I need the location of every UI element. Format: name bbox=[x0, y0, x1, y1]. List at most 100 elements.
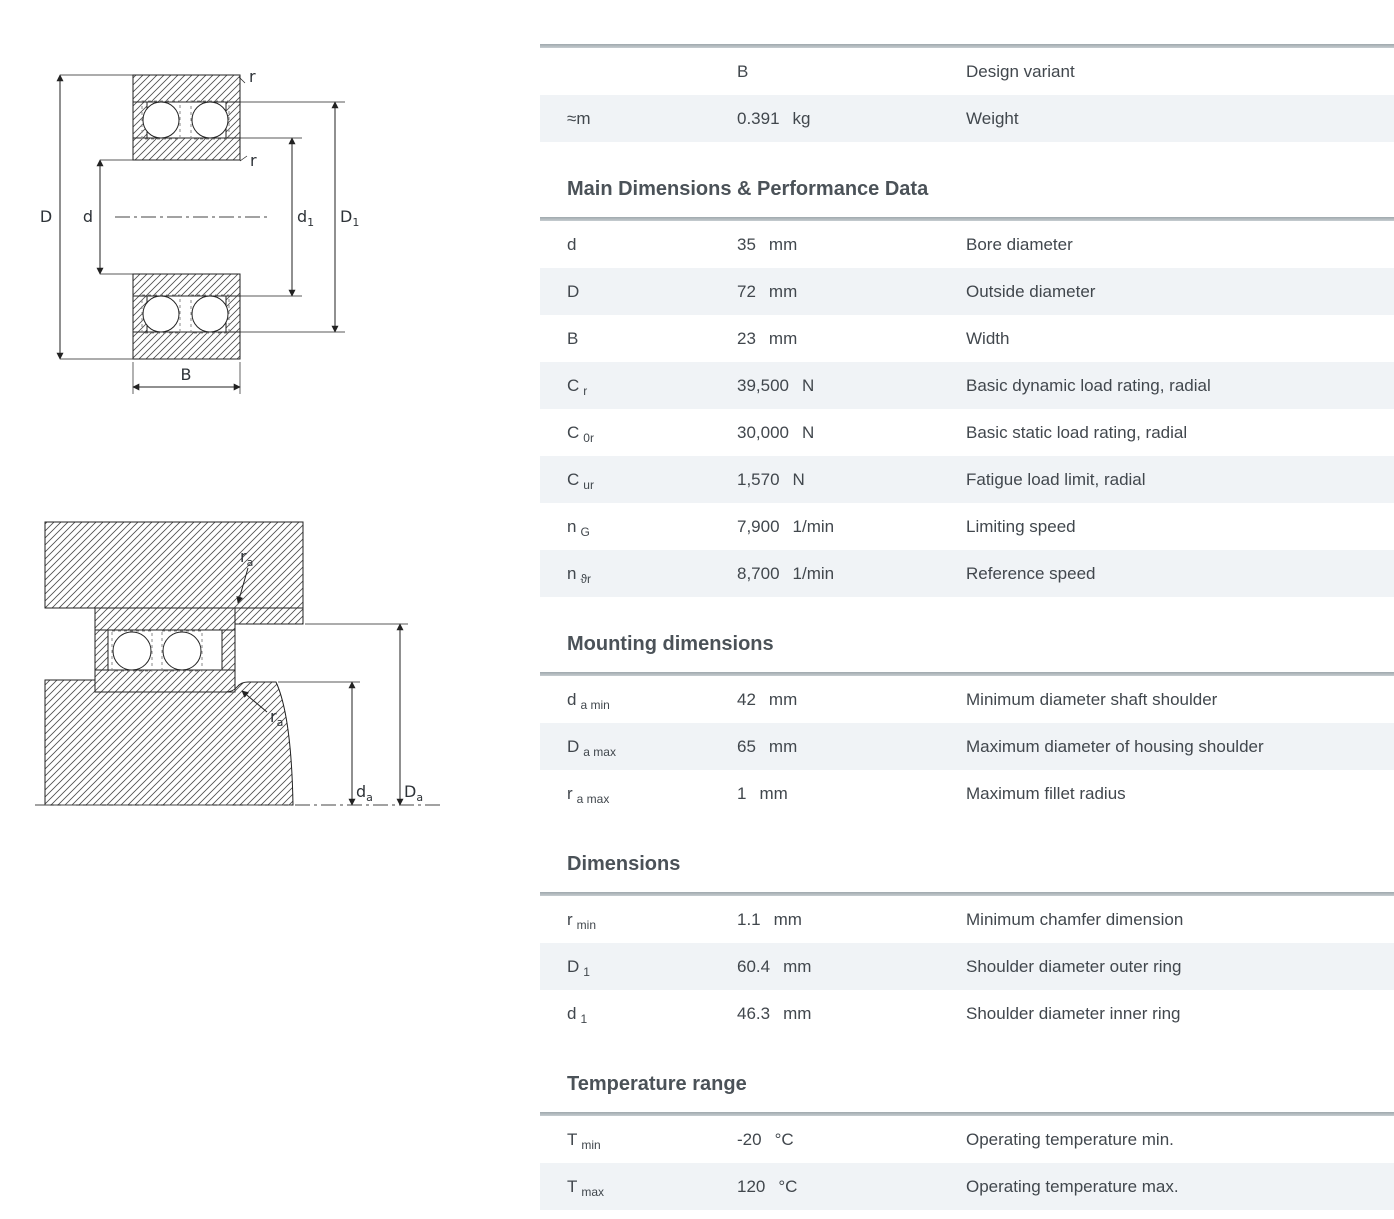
cage-outline bbox=[111, 630, 203, 672]
row-value: 1,570 bbox=[737, 469, 780, 489]
symbol-subscript: ur bbox=[583, 477, 594, 492]
row-description: Design variant bbox=[966, 61, 1075, 81]
row-unit: mm bbox=[768, 281, 798, 301]
row-value-cell: B bbox=[737, 62, 966, 82]
row-description: Reference speed bbox=[966, 563, 1096, 583]
symbol-subscript: a max bbox=[576, 791, 610, 806]
dim-label-d1: d1 bbox=[297, 207, 314, 229]
symbol-subscript: 0r bbox=[583, 430, 594, 445]
row-value: 1.1 bbox=[737, 909, 761, 929]
dim-label-r-inner: r bbox=[250, 151, 257, 170]
symbol-subscript: ϑr bbox=[580, 571, 592, 586]
cage-outline bbox=[141, 100, 230, 334]
symbol-subscript: 1 bbox=[580, 1011, 588, 1026]
row-unit: mm bbox=[783, 1003, 812, 1023]
row-description: Shoulder diameter inner ring bbox=[966, 1003, 1181, 1023]
row-value: -20 bbox=[737, 1129, 762, 1149]
row-value: 39,500 bbox=[737, 375, 789, 395]
row-value: B bbox=[737, 61, 749, 81]
row-value-cell: 0.391 kg bbox=[737, 109, 966, 129]
row-description: Fatigue load limit, radial bbox=[966, 469, 1146, 489]
row-value: 120 bbox=[737, 1176, 766, 1196]
table-row: B Design variant bbox=[540, 48, 1394, 95]
section-divider bbox=[540, 892, 1394, 896]
row-value: 65 bbox=[737, 736, 756, 756]
bearing-balls bbox=[112, 631, 202, 671]
row-value-cell: 35 mm bbox=[737, 235, 966, 255]
row-description: Maximum fillet radius bbox=[966, 783, 1126, 803]
symbol-subscript: 1 bbox=[583, 964, 590, 979]
dim-label-r-top: r bbox=[249, 67, 256, 86]
symbol-base: n bbox=[567, 563, 577, 583]
section-title: Main Dimensions & Performance Data bbox=[567, 178, 929, 200]
symbol-base: ≈m bbox=[567, 108, 591, 128]
symbol-subscript: min bbox=[576, 917, 597, 932]
row-symbol: d bbox=[567, 235, 737, 255]
row-description: Maximum diameter of housing shoulder bbox=[966, 736, 1264, 756]
symbol-base: B bbox=[567, 328, 579, 348]
dim-label-ra-top: ra bbox=[240, 547, 253, 569]
row-unit: N bbox=[792, 469, 805, 489]
symbol-subscript: a min bbox=[580, 697, 610, 712]
row-value: 72 bbox=[737, 281, 756, 301]
row-description: Basic static load rating, radial bbox=[966, 422, 1188, 442]
symbol-subscript: a max bbox=[583, 744, 616, 759]
row-unit: mm bbox=[768, 736, 798, 756]
symbol-base: T bbox=[567, 1176, 578, 1196]
dim-label-D1: D1 bbox=[340, 207, 359, 229]
row-description: Outside diameter bbox=[966, 281, 1096, 301]
row-value: 0.391 bbox=[737, 108, 780, 128]
row-value-cell: 120 °C bbox=[737, 1177, 966, 1197]
symbol-subscript: r bbox=[583, 383, 588, 398]
row-unit: mm bbox=[768, 689, 798, 709]
row-description: Basic dynamic load rating, radial bbox=[966, 375, 1211, 395]
dimension-lines bbox=[236, 567, 408, 806]
symbol-subscript: G bbox=[580, 524, 590, 539]
dim-label-Da: Da bbox=[404, 782, 423, 804]
spec-section: B Design variant ≈m 0.391 kg Weight bbox=[540, 44, 1394, 142]
row-unit: mm bbox=[773, 909, 802, 929]
row-unit: mm bbox=[768, 234, 798, 254]
row-value: 60.4 bbox=[737, 956, 771, 976]
dimension-lines bbox=[56, 74, 345, 394]
table-row: D 72 mm Outside diameter bbox=[540, 268, 1394, 315]
dim-label-ra-bottom: ra bbox=[270, 707, 283, 729]
row-value-cell: 65 mm bbox=[737, 737, 966, 757]
row-unit: °C bbox=[778, 1176, 798, 1196]
symbol-base: C bbox=[567, 375, 580, 395]
row-description: Minimum chamfer dimension bbox=[966, 909, 1184, 929]
symbol-base: D bbox=[567, 281, 580, 301]
row-unit: kg bbox=[792, 108, 811, 128]
section-title: Dimensions bbox=[567, 853, 681, 875]
bearing-cross-section-drawing: D d d1 D1 B r r bbox=[40, 67, 359, 394]
row-description: Weight bbox=[966, 108, 1019, 128]
row-value: 35 bbox=[737, 234, 756, 254]
row-description: Limiting speed bbox=[966, 516, 1076, 536]
symbol-base: r bbox=[567, 783, 573, 803]
mounting-dimensions-drawing: ra ra da Da bbox=[35, 521, 442, 806]
symbol-base: D bbox=[567, 956, 580, 976]
symbol-base: T bbox=[567, 1129, 578, 1149]
row-unit: mm bbox=[759, 783, 788, 803]
symbol-base: D bbox=[567, 736, 580, 756]
row-unit: N bbox=[802, 422, 815, 442]
